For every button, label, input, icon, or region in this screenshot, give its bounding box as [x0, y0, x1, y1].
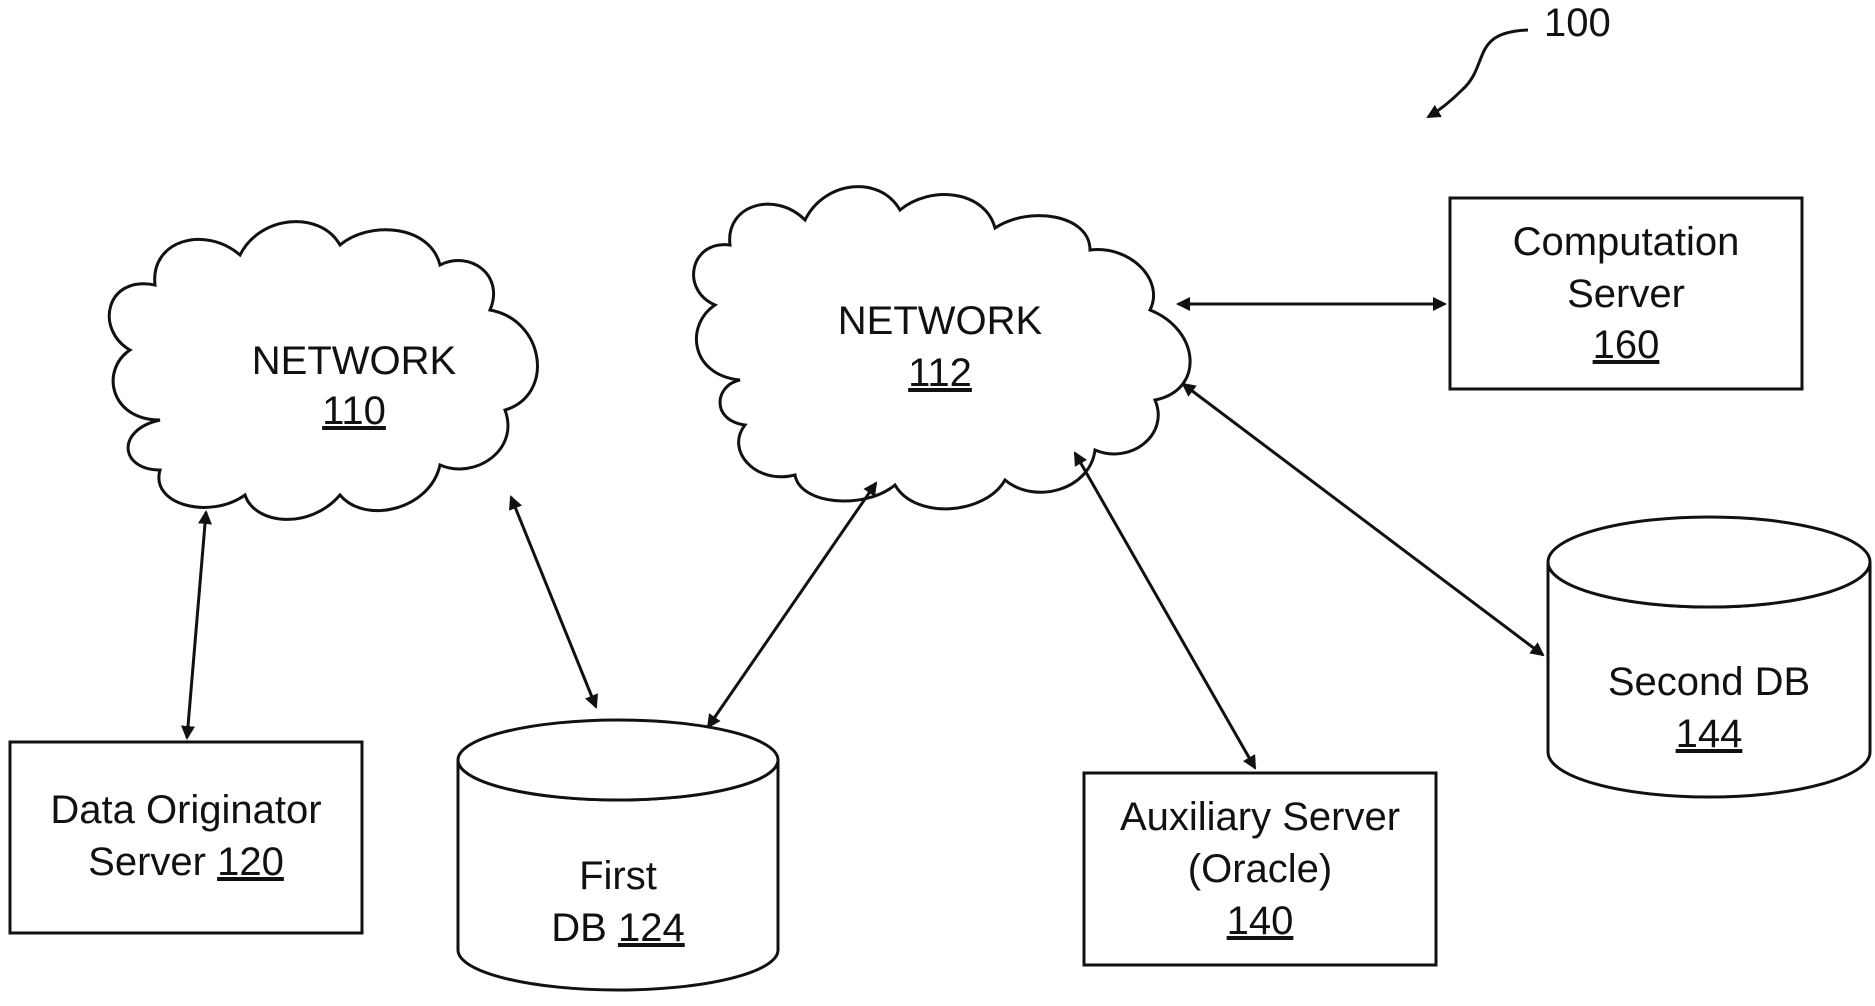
first-db-line2: DB 124 [551, 906, 684, 950]
computation-server-line1: Computation [1513, 220, 1740, 264]
data-originator-line2: Server 120 [88, 840, 284, 884]
network-110-ref: 110 [322, 389, 386, 433]
edge-network-112-auxiliary-server [1075, 453, 1255, 768]
network-112-cloud: NETWORK 112 [694, 187, 1190, 509]
figure-ref-leader-arrow [1428, 30, 1528, 117]
edge-data-originator-network-110 [187, 512, 206, 738]
network-110-cloud: NETWORK 110 [109, 222, 537, 520]
first-db-node: First DB 124 [458, 720, 778, 990]
edge-first-db-network-112 [708, 483, 876, 727]
computation-server-ref: 160 [1593, 323, 1660, 367]
data-originator-server-box [10, 742, 362, 933]
auxiliary-server-ref: 140 [1227, 899, 1294, 943]
second-db-line1: Second DB [1608, 660, 1810, 704]
data-originator-server-node: Data Originator Server 120 [10, 742, 362, 933]
figure-ref-label: 100 [1544, 1, 1611, 45]
second-db-node: Second DB 144 [1548, 517, 1870, 797]
data-originator-line1: Data Originator [50, 788, 321, 832]
auxiliary-server-line2: (Oracle) [1188, 847, 1332, 891]
edge-network-112-second-db [1183, 384, 1543, 655]
network-112-label: NETWORK [838, 299, 1043, 343]
first-db-line1: First [579, 854, 657, 898]
first-db-ref: 124 [618, 906, 685, 950]
first-db-line2-text: DB [551, 906, 618, 950]
second-db-ref: 144 [1676, 712, 1743, 756]
second-db-cylinder-top [1548, 517, 1870, 607]
network-112-ref: 112 [908, 351, 972, 395]
data-originator-ref: 120 [217, 840, 284, 884]
computation-server-line2: Server [1567, 272, 1685, 316]
first-db-cylinder-top [458, 720, 778, 800]
data-originator-line2-text: Server [88, 840, 217, 884]
figure-reference: 100 [1428, 1, 1611, 117]
cloud-shape [694, 187, 1190, 509]
computation-server-node: Computation Server 160 [1450, 198, 1802, 389]
auxiliary-server-node: Auxiliary Server (Oracle) 140 [1084, 773, 1436, 965]
auxiliary-server-line1: Auxiliary Server [1120, 795, 1400, 839]
edge-network-110-first-db [511, 497, 596, 707]
network-110-label: NETWORK [252, 339, 457, 383]
